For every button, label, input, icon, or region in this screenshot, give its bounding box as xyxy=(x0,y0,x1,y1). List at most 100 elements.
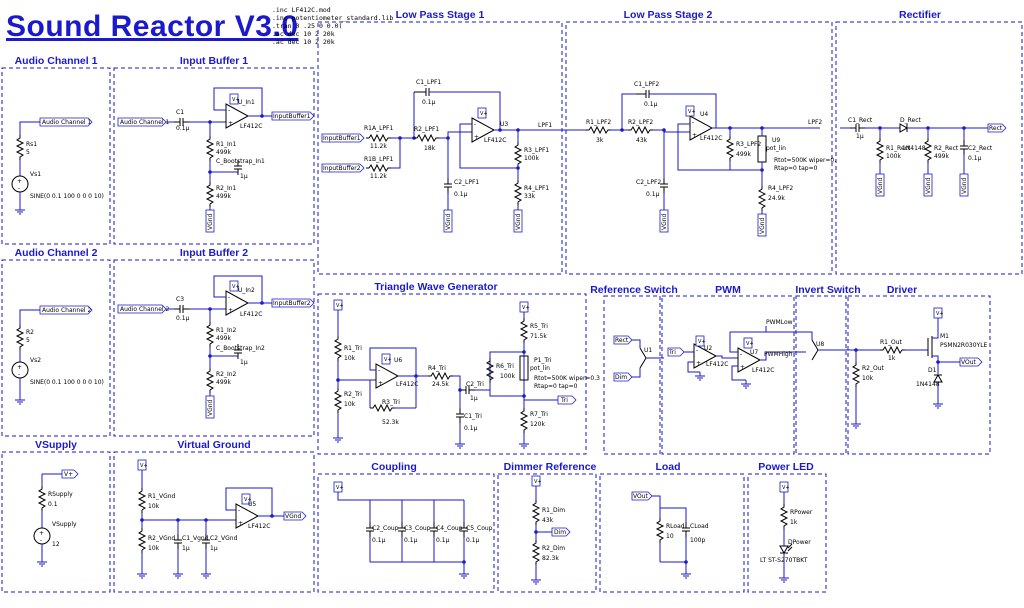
value-label: 1N4148 xyxy=(902,145,926,152)
ref-label: R3_Tri xyxy=(382,399,400,406)
value-label: 18k xyxy=(424,145,436,152)
block-title-load: Load xyxy=(655,461,680,473)
coupling-cap-3: C3_Coup 0.1µ xyxy=(397,500,431,562)
ground-symbol xyxy=(14,205,26,215)
value-label: 52.3k xyxy=(382,419,399,426)
ref-label: U1 xyxy=(644,347,652,354)
value-label: 1µ xyxy=(182,545,190,552)
ref-label: U6 xyxy=(394,357,402,364)
capacitor-symbol xyxy=(959,139,969,156)
net-flag xyxy=(631,491,653,501)
diode-symbol xyxy=(899,123,909,133)
frame-lpf2 xyxy=(565,21,833,275)
supply-flag xyxy=(933,307,945,319)
directive-line: .ac dec 10 2 20k xyxy=(272,38,335,46)
supply-flag xyxy=(779,481,791,493)
net-flag xyxy=(757,213,767,237)
ref-label: Vs2 xyxy=(30,357,41,364)
supply-flag xyxy=(333,299,345,311)
net-label: Tri xyxy=(668,349,676,356)
value-label: Rtap=0 tap=0 xyxy=(774,165,818,172)
ref-label: R1_Rect xyxy=(886,145,911,152)
capacitor-symbol xyxy=(455,407,465,424)
value-label: 499k xyxy=(736,151,751,158)
ref-label: U_In2 xyxy=(238,287,255,294)
value-label: 0.1µ xyxy=(464,425,478,432)
frame-driver xyxy=(847,295,991,455)
ref-label: R7_Tri xyxy=(530,411,548,418)
ref-label: C2_Rect xyxy=(968,145,993,152)
ground-symbol xyxy=(136,569,148,579)
value-label: 0.1µ xyxy=(176,315,190,322)
value-label: SINE(0 0.1 100 0 0 0 10) xyxy=(30,193,104,200)
ref-label: C1_Vgnd xyxy=(182,535,209,542)
net-label: VOut xyxy=(961,359,977,366)
net-label: VGnd xyxy=(961,177,968,194)
value-label: 12 xyxy=(52,541,60,548)
load-circuit: VOut RLoad 10 CLoad 100p xyxy=(631,491,709,579)
resistor-symbol xyxy=(656,517,664,544)
supply-flag xyxy=(381,353,393,365)
rectifier-circuit: C1_Rect 1µ D_Rect 1N4148 Rect R1_Rect 10… xyxy=(840,117,1007,197)
capacitor-symbol xyxy=(443,177,453,194)
net-flag xyxy=(987,123,1007,133)
value-label: 11.2k xyxy=(370,143,387,150)
net-flag xyxy=(321,163,365,173)
block-title-vground: Virtual Ground xyxy=(177,439,250,451)
block-title-tri: Triangle Wave Generator xyxy=(374,281,497,293)
triangle-generator-circuit: R1_Tri 10k R2_Tri 10k U6 LF412C R3_Tri 5… xyxy=(332,299,600,449)
net-flag xyxy=(271,111,315,121)
value-label: 10k xyxy=(344,355,356,362)
ref-label: C1 xyxy=(176,109,184,116)
ground-symbol xyxy=(518,439,530,449)
value-label: 0.1µ xyxy=(372,537,386,544)
net-label: Audio Channel 2 xyxy=(42,307,92,314)
ground-symbol xyxy=(454,439,466,449)
directive-line: .inc LF412C.mod xyxy=(272,6,331,14)
ref-label: R4_Tri xyxy=(428,365,446,372)
ref-label: R2_VGnd xyxy=(148,535,176,542)
value-label: 499k xyxy=(216,149,231,156)
value-label: 1µ xyxy=(210,545,218,552)
value-label: 71.5k xyxy=(530,333,547,340)
frame-invert-switch xyxy=(795,295,847,455)
value-label: 1µ xyxy=(856,133,864,140)
ref-label: VSupply xyxy=(52,521,77,528)
block-title-rect: Rectifier xyxy=(899,9,941,21)
value-label: 120k xyxy=(530,421,545,428)
resistor-symbol xyxy=(138,487,146,514)
supply-flag xyxy=(531,475,543,487)
ground-symbol xyxy=(740,379,752,389)
net-flag xyxy=(443,209,453,233)
net-label: VGnd xyxy=(515,213,522,230)
supply-flag xyxy=(229,280,241,292)
resistor-symbol xyxy=(38,485,46,512)
value-label: 100k xyxy=(524,155,539,162)
resistor-symbol xyxy=(413,134,440,142)
value-label: LF412C xyxy=(700,135,722,142)
ref-label: R2_In1 xyxy=(216,185,237,192)
resistor-symbol xyxy=(924,137,932,164)
value-label: SINE(0 0.1 100 0 0 0 10) xyxy=(30,379,104,386)
ref-label: U5 xyxy=(248,501,256,508)
supply-flag xyxy=(743,337,755,349)
value-label: 1µ xyxy=(240,173,248,180)
value-label: 1k xyxy=(888,355,896,362)
block-title-invsw: Invert Switch xyxy=(795,284,860,296)
block-title-driver: Driver xyxy=(887,284,917,296)
resistor-symbol xyxy=(427,372,454,380)
resistor-symbol xyxy=(532,499,540,526)
net-flag xyxy=(959,357,983,367)
ref-label: R2_Dim xyxy=(542,545,565,552)
ref-label: C5_Coup xyxy=(466,525,493,532)
value-label: 499k xyxy=(216,335,231,342)
resistor-symbol xyxy=(876,137,884,164)
resistor-symbol xyxy=(780,503,788,530)
ground-symbol xyxy=(458,569,470,579)
resistor-symbol xyxy=(16,324,24,351)
net-flag xyxy=(959,173,969,197)
net-label: VGnd xyxy=(877,177,884,194)
frame-lpf1 xyxy=(317,21,563,275)
ground-symbol xyxy=(680,569,692,579)
directive-line: .ac dec 10 2 20k xyxy=(272,30,335,38)
